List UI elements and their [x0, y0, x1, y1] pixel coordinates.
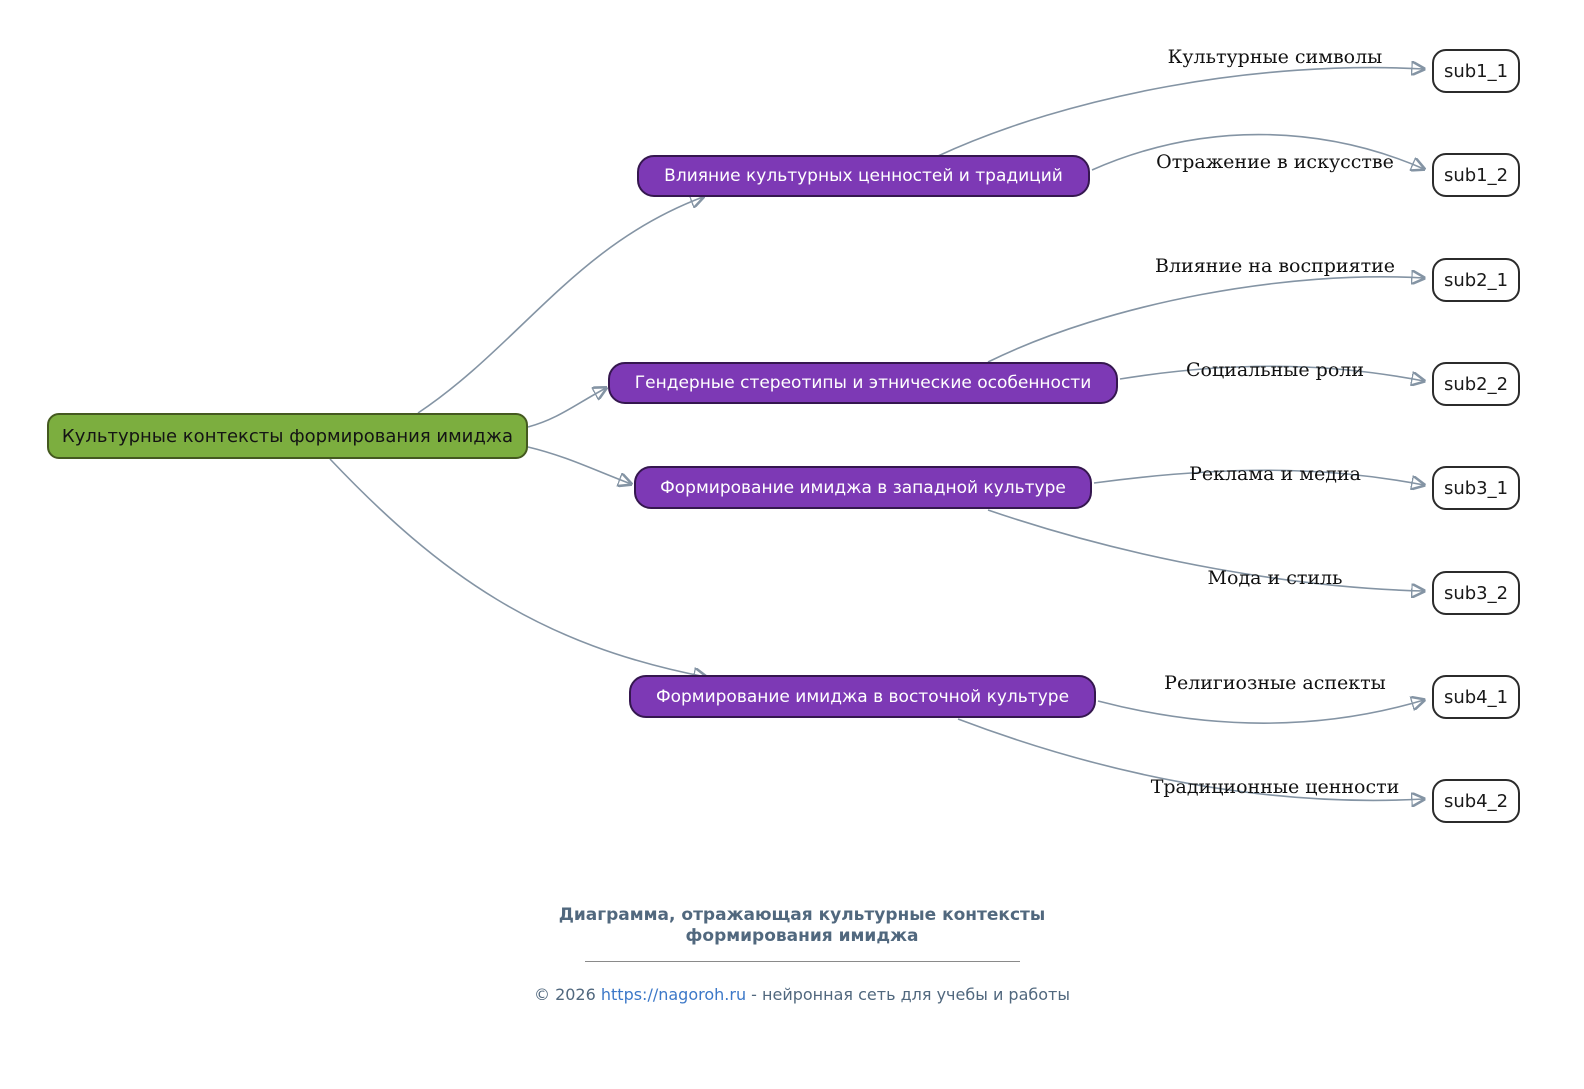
leaf-node-sub1_2: sub1_2: [1432, 153, 1520, 197]
leaf-node-sub3_1: sub3_1: [1432, 466, 1520, 510]
leaf-node-sub1_1-label: sub1_1: [1443, 60, 1509, 82]
site-link[interactable]: https://nagoroh.ru: [600, 985, 747, 1004]
edge-label-sub3_1: Реклама и медиа: [1189, 463, 1361, 485]
leaf-node-sub1_1: sub1_1: [1432, 49, 1520, 93]
leaf-node-sub2_1: sub2_1: [1432, 258, 1520, 302]
leaf-node-sub3_2: sub3_2: [1432, 571, 1520, 615]
edge-label-sub2_1: Влияние на восприятие: [1155, 255, 1395, 277]
edge-branch2-to-sub2_1: [987, 277, 1424, 363]
root-node-label: Культурные контексты формирования имиджа: [61, 425, 514, 447]
copyright-suffix: - нейронная сеть для учебы и работы: [746, 985, 1070, 1004]
leaf-node-sub2_2-label: sub2_2: [1443, 373, 1509, 395]
branch-node-2-label: Гендерные стереотипы и этнические особен…: [634, 373, 1092, 393]
edge-label-sub2_2: Социальные роли: [1185, 359, 1364, 381]
branch-node-3: Формирование имиджа в западной культуре: [634, 466, 1092, 509]
leaf-node-sub1_2-label: sub1_2: [1443, 164, 1509, 186]
branch-node-4: Формирование имиджа в восточной культуре: [629, 675, 1096, 718]
leaf-node-sub2_2: sub2_2: [1432, 362, 1520, 406]
leaf-node-sub4_2-label: sub4_2: [1443, 790, 1509, 812]
edge-label-sub4_2: Традиционные ценности: [1150, 776, 1400, 798]
leaf-node-sub4_2: sub4_2: [1432, 779, 1520, 823]
copyright-line: © 2026 https://nagoroh.ru - нейронная се…: [392, 985, 1212, 1004]
leaf-node-sub3_1-label: sub3_1: [1443, 477, 1509, 499]
root-node: Культурные контексты формирования имиджа: [47, 413, 528, 459]
branch-node-2: Гендерные стереотипы и этнические особен…: [608, 362, 1118, 404]
branch-node-1-label: Влияние культурных ценностей и традиций: [664, 166, 1063, 186]
edge-label-sub3_2: Мода и стиль: [1207, 567, 1343, 589]
edge-root-to-branch-3: [527, 446, 631, 484]
branch-node-3-label: Формирование имиджа в западной культуре: [660, 477, 1066, 498]
leaf-node-sub3_2-label: sub3_2: [1443, 582, 1509, 604]
leaf-node-sub4_1-label: sub4_1: [1443, 686, 1509, 708]
edge-label-sub4_1: Религиозные аспекты: [1164, 672, 1386, 694]
edge-branch1-to-sub1_1: [937, 68, 1424, 157]
branch-node-1: Влияние культурных ценностей и традиций: [637, 155, 1090, 197]
footer-divider: [585, 961, 1020, 962]
leaf-node-sub4_1: sub4_1: [1432, 675, 1520, 719]
branch-node-4-label: Формирование имиджа в восточной культуре: [655, 686, 1070, 707]
edge-branch4-to-sub4_1: [1097, 700, 1424, 724]
leaf-node-sub2_1-label: sub2_1: [1443, 269, 1509, 291]
diagram-caption: Диаграмма, отражающая культурные контекс…: [558, 905, 1046, 947]
edge-root-to-branch-2: [527, 388, 606, 428]
copyright-prefix: © 2026: [533, 985, 601, 1004]
edge-label-sub1_2: Отражение в искусстве: [1156, 151, 1394, 173]
edge-label-sub1_1: Культурные символы: [1167, 46, 1383, 68]
